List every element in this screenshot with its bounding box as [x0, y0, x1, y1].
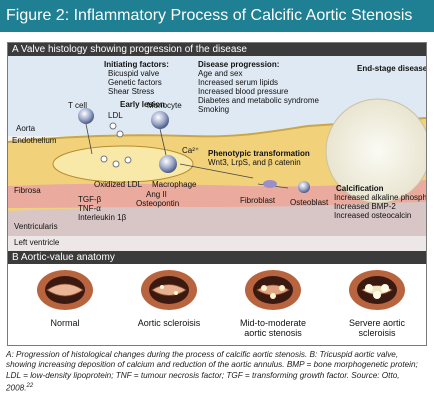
endothelium-line — [8, 117, 426, 143]
section-b-header: B Aortic-value anatomy — [8, 251, 426, 264]
valve-label-moderate: Mid-to-moderate aortic stenosis — [239, 318, 307, 338]
caption-reference: 22 — [26, 383, 34, 390]
left-ventricle-area — [8, 236, 426, 251]
calcification-item: Increased osteocalcin — [334, 211, 412, 220]
t-cell-shape — [78, 108, 94, 124]
valve-moderate-stenosis-image — [245, 270, 301, 310]
initiating-heading: Initiating factors: — [104, 60, 169, 69]
caption-text: A: Progression of histological changes d… — [6, 350, 418, 393]
osteoblast-shape — [298, 181, 310, 193]
calcium-label: Ca²⁺ — [182, 146, 200, 155]
progression-item: Smoking — [198, 105, 230, 114]
valve-label-severe: Servere aortic scleroisis — [348, 318, 406, 338]
macrophage-label: Macrophage — [152, 180, 197, 189]
progression-item: Age and sex — [198, 69, 243, 78]
initiating-list: Bicuspid valve Genetic factors Shear Str… — [108, 69, 162, 96]
ang-ii-label: Ang II — [146, 190, 167, 199]
valve-histology-illustration: Initiating factors: Bicuspid valve Genet… — [8, 56, 426, 251]
progression-list: Age and sex Increased serum lipids Incre… — [198, 69, 319, 114]
left-ventricle-label: Left ventricle — [14, 238, 60, 247]
initiating-item: Bicuspid valve — [108, 69, 160, 78]
section-a-header: A Valve histology showing progression of… — [8, 43, 426, 56]
calcification-item: Increased BMP-2 — [334, 202, 396, 211]
progression-item: Diabetes and metabolic syndrome — [198, 96, 319, 105]
calcification-item: Increased alkaline phosphatase — [334, 193, 426, 202]
initiating-item: Genetic factors — [108, 78, 162, 87]
macrophage-shape — [159, 155, 177, 173]
valve-label-sclerosis: Aortic scleroisis — [137, 318, 201, 328]
endothelium-label: Endothelium — [12, 136, 57, 145]
valve-label-normal: Normal — [50, 318, 80, 328]
progression-item: Increased blood pressure — [198, 87, 289, 96]
osteoblast-label: Osteoblast — [290, 198, 329, 207]
ldl-particle — [109, 122, 117, 130]
ventricularis-label: Ventricularis — [14, 222, 58, 231]
progression-heading: Disease progression: — [198, 60, 280, 69]
calcification-list: Increased alkaline phosphatase Increased… — [334, 193, 426, 220]
figure-panel: A Valve histology showing progression of… — [7, 42, 427, 346]
figure-title: Figure 2: Inflammatory Process of Calcif… — [0, 0, 434, 32]
progression-item: Increased serum lipids — [198, 78, 279, 87]
monocyte-label: Monocyte — [147, 101, 182, 110]
osteopontin-label: Osteopontin — [136, 199, 180, 208]
arrow — [85, 123, 93, 155]
calcification-heading: Calcification — [336, 184, 384, 193]
early-lesion-pocket — [52, 145, 194, 183]
ldl-label: LDL — [108, 111, 123, 120]
cytokine-item: TGF-β — [78, 195, 102, 204]
initiating-item: Shear Stress — [108, 87, 155, 96]
cytokine-list: TGF-β TNF-α Interleukin 1β — [78, 195, 126, 222]
aorta-label: Aorta — [16, 124, 36, 133]
valve-anatomy-row: Normal Aortic scleroisis Mid-to-moderate… — [8, 264, 426, 345]
fibroblast-label: Fibroblast — [240, 196, 276, 205]
monocyte-shape — [151, 111, 169, 129]
t-cell-label: T cell — [68, 101, 87, 110]
early-lesion-label: Early lesion — [120, 100, 165, 109]
fibrosa-label: Fibrosa — [14, 186, 41, 195]
phenotypic-text: Wnt3, LrpS, and β catenin — [208, 158, 301, 167]
arrow — [159, 128, 167, 156]
oxidized-ldl-particle — [112, 160, 120, 168]
cytokine-item: TNF-α — [78, 204, 101, 213]
end-stage-label: End-stage disease — [357, 64, 426, 73]
oxidized-ldl-label: Oxidized LDL — [94, 180, 143, 189]
ldl-particle — [116, 130, 124, 138]
histology-drawing — [8, 56, 426, 251]
figure-caption: A: Progression of histological changes d… — [6, 350, 428, 394]
oxidized-ldl-particle — [100, 155, 108, 163]
calcified-nodule — [325, 98, 426, 204]
cytokine-item: Interleukin 1β — [78, 213, 127, 222]
phenotypic-heading: Phenotypic transformation — [208, 149, 310, 158]
oxidized-ldl-particle — [124, 156, 132, 164]
fibroblast-shape — [263, 180, 277, 188]
valve-normal-image — [37, 270, 93, 310]
arrow — [179, 163, 254, 179]
fibrosa-layer — [8, 180, 426, 208]
valve-severe-image — [349, 270, 405, 310]
valve-sclerosis-image — [141, 270, 197, 310]
